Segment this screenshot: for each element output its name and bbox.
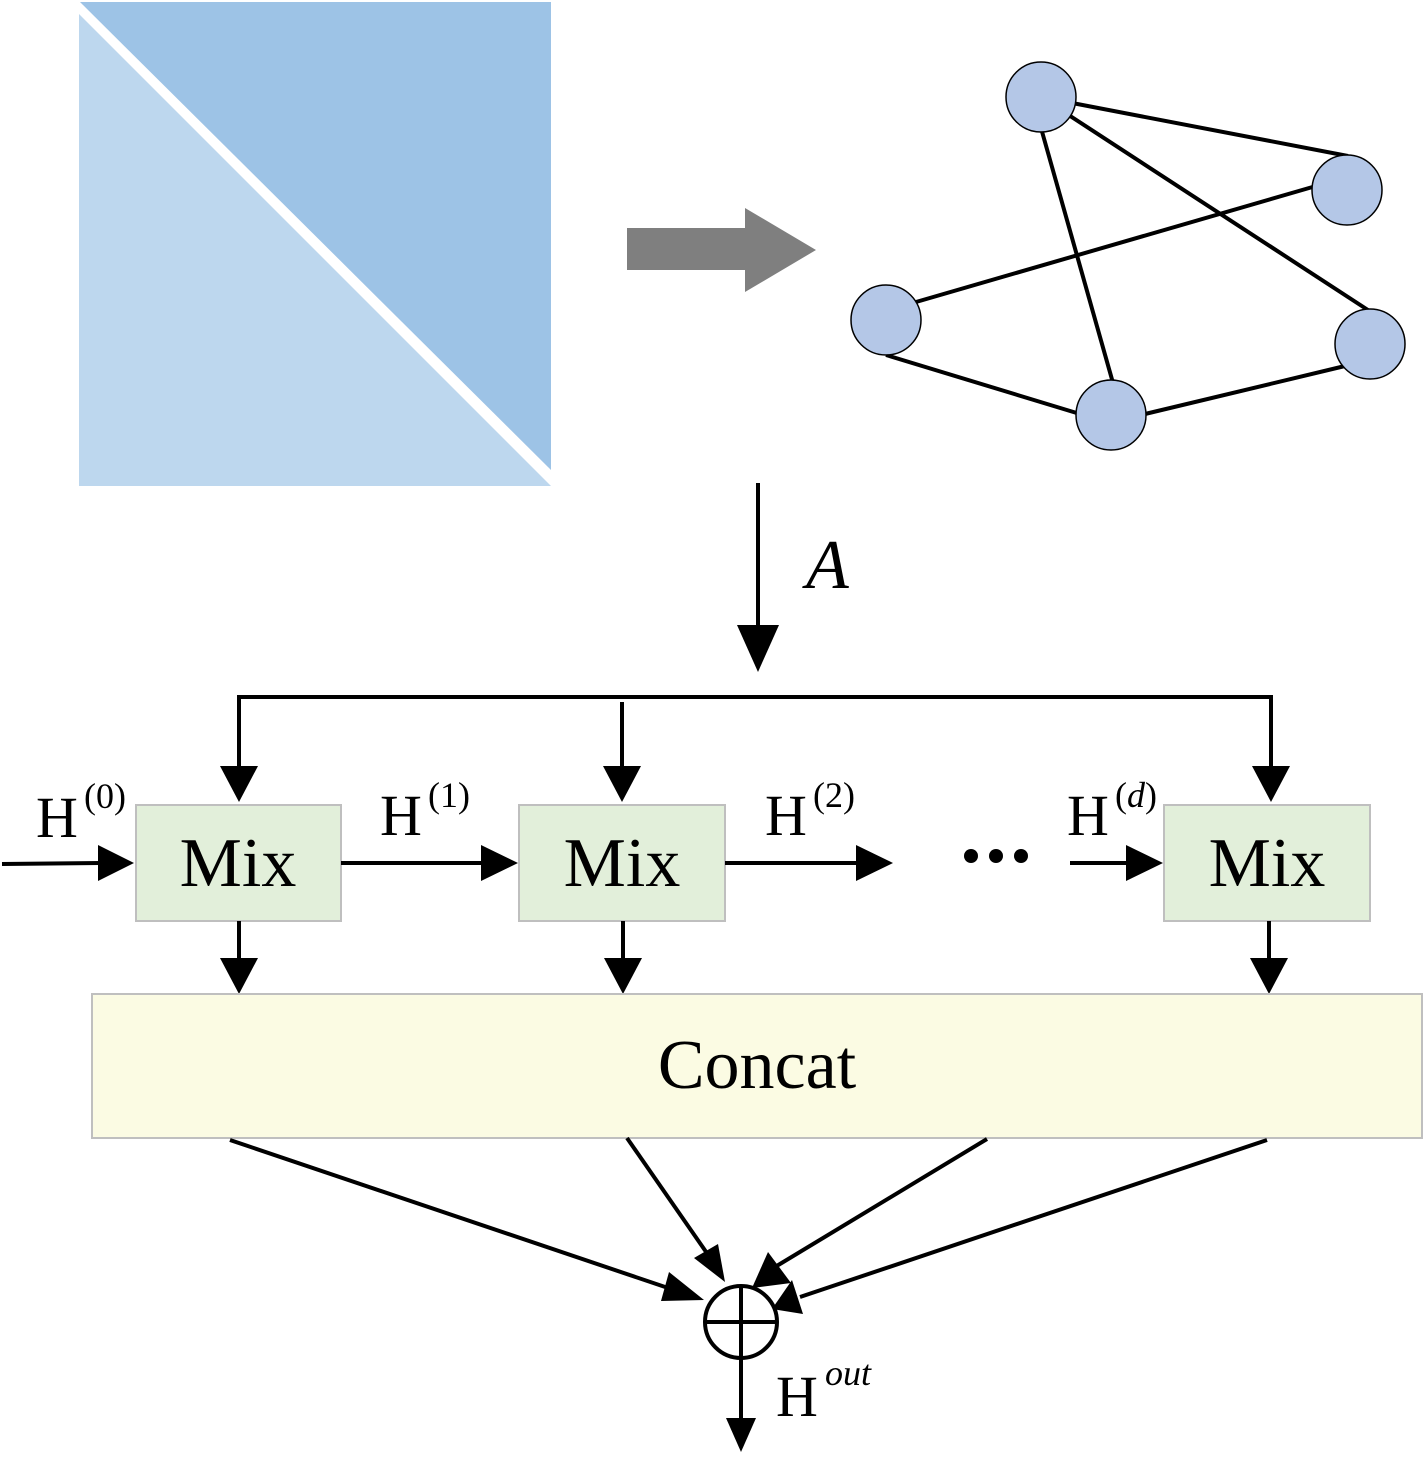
transform-arrow-icon bbox=[627, 208, 816, 292]
hd-label: H bbox=[1067, 783, 1109, 848]
graph-icon bbox=[885, 95, 1373, 416]
graph-edge bbox=[915, 184, 1317, 304]
mix-block-3: Mix bbox=[1163, 804, 1371, 922]
adjacency-input-arrow bbox=[737, 483, 779, 672]
flow-arrows bbox=[1, 845, 1163, 881]
h0-superscript: (0) bbox=[84, 776, 126, 816]
mix-block-2: Mix bbox=[518, 804, 726, 922]
hd-superscript: (d) bbox=[1115, 775, 1157, 815]
graph-edge bbox=[885, 353, 1081, 416]
concat-label: Concat bbox=[658, 1027, 857, 1104]
graph-edge bbox=[1144, 364, 1346, 416]
adjacency-matrix-icon bbox=[79, 2, 551, 486]
h1-superscript: (1) bbox=[428, 775, 470, 815]
mix-block-1: Mix bbox=[135, 804, 342, 922]
hd-sup-close: ) bbox=[1145, 775, 1157, 815]
matrix-upper-triangle bbox=[80, 2, 551, 470]
concat-to-sum-arrows bbox=[229, 1136, 1268, 1314]
graph-node bbox=[850, 284, 922, 356]
graph-edge bbox=[1040, 95, 1349, 158]
graph-node bbox=[1075, 379, 1147, 451]
hout-label: H bbox=[776, 1364, 818, 1429]
distribution-arrowheads bbox=[220, 766, 1290, 802]
h1-label: H bbox=[380, 783, 422, 848]
h0-label: H bbox=[36, 785, 78, 850]
sum-operator-icon bbox=[703, 1284, 779, 1360]
mix-label: Mix bbox=[1209, 825, 1326, 902]
output-arrow bbox=[726, 1358, 756, 1452]
graph-edge bbox=[1039, 95, 1373, 314]
adjacency-label: A bbox=[802, 527, 849, 604]
distribution-lines bbox=[237, 695, 1273, 768]
hd-sup-var: d bbox=[1127, 775, 1146, 815]
h2-label: H bbox=[765, 783, 807, 848]
mix-to-concat-arrows bbox=[220, 921, 1288, 994]
graph-node bbox=[1005, 61, 1077, 133]
h0-base: H bbox=[36, 785, 78, 850]
hd-sup-open: ( bbox=[1115, 775, 1127, 815]
ellipsis-icon bbox=[964, 849, 1028, 863]
hout-superscript: out bbox=[825, 1353, 872, 1393]
mix-label: Mix bbox=[564, 825, 681, 902]
graph-node bbox=[1311, 154, 1383, 226]
graph-node bbox=[1334, 308, 1406, 380]
matrix-lower-triangle bbox=[79, 14, 551, 486]
concat-block: Concat bbox=[91, 993, 1423, 1139]
h2-superscript: (2) bbox=[813, 775, 855, 815]
mix-label: Mix bbox=[180, 825, 297, 902]
